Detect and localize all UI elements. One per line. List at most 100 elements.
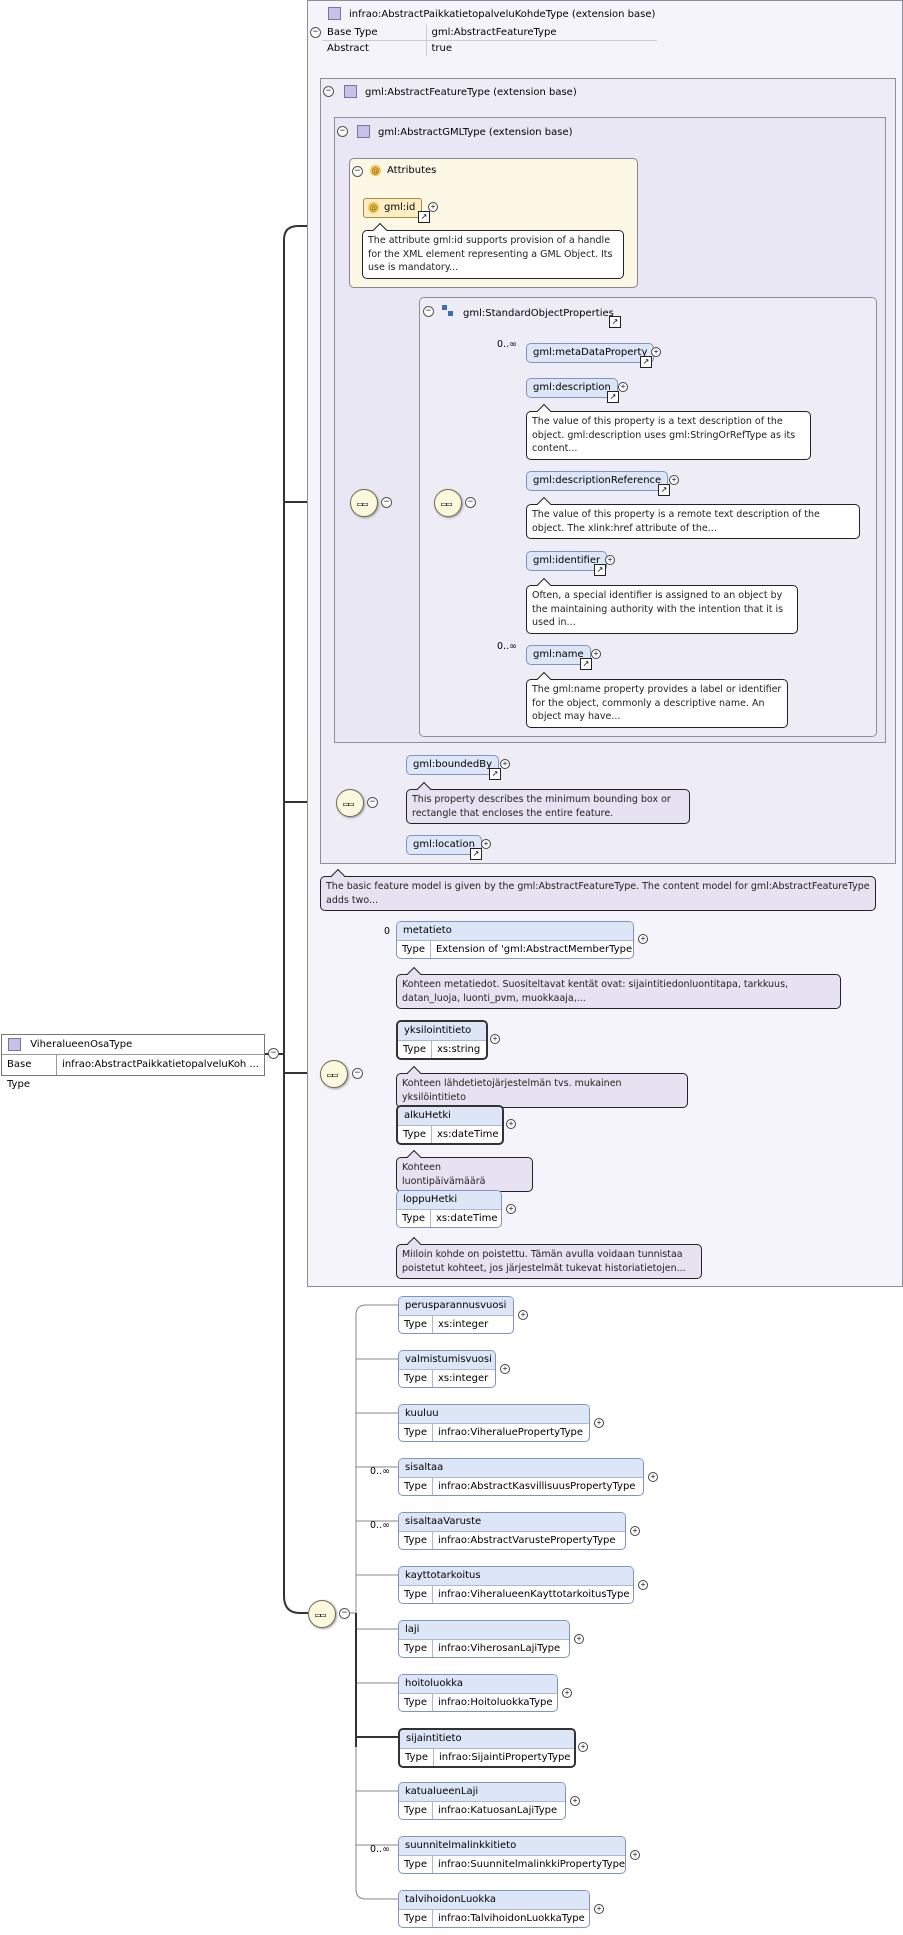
gml-id-attribute[interactable]: @gml:id [363,198,423,218]
ext1-collapse-icon[interactable]: − [310,27,321,38]
element-name: sijaintitieto [400,1730,574,1749]
alkuHetki-doc: Kohteen luontipäivämäärä [396,1149,533,1192]
expand-icon[interactable]: + [490,1034,500,1044]
complex-type-icon [328,7,341,20]
root-type-name: ViheralueenOsaType [30,1039,133,1050]
sequence-collapse-icon[interactable]: − [352,1068,363,1079]
descriptionReference-doc: The value of this property is a remote t… [526,496,860,539]
sequence-node-own[interactable]: ▭▭ [308,1600,336,1628]
expand-icon[interactable]: + [574,1634,584,1644]
expand-icon[interactable]: + [506,1204,516,1214]
gml-id-doc: The attribute gml:id supports provision … [362,222,624,279]
sequence-node-paikkatieto[interactable]: ▭▭ [320,1060,348,1088]
expand-icon[interactable]: + [594,1904,604,1914]
expand-icon[interactable]: + [605,555,615,565]
type-value: infrao:SijaintiPropertyType [438,1752,571,1763]
expand-icon[interactable]: + [500,1364,510,1374]
extension-gml-title: gml:AbstractGMLType (extension base) [357,125,573,138]
sequence-collapse-icon[interactable]: − [339,1608,350,1619]
element-name[interactable]: gml:name [526,645,591,665]
ext1-abstract-key: Abstract [327,43,369,54]
cardinality-label: 0..∞ [370,1466,390,1477]
reference-arrow-icon: ↗ [658,484,670,496]
attributes-collapse-icon[interactable]: − [352,166,363,177]
group-collapse-icon[interactable]: − [423,306,434,317]
type-key: Type [400,1749,434,1766]
element-boundedBy[interactable]: gml:boundedBy [406,755,500,775]
element-description[interactable]: gml:description [526,378,618,398]
reference-arrow-icon: ↗ [470,848,482,860]
element-identifier[interactable]: gml:identifier [526,551,608,571]
expand-icon[interactable]: + [500,759,510,769]
ext3-collapse-icon[interactable]: − [337,126,348,137]
type-key: Type [399,1694,433,1711]
element-name: laji [399,1621,569,1640]
expand-icon[interactable]: + [578,1742,588,1752]
expand-icon[interactable]: + [594,1418,604,1428]
name-doc: The gml:name property provides a label o… [526,671,788,728]
expand-icon[interactable]: + [669,475,679,485]
expand-icon[interactable]: + [570,1796,580,1806]
expand-icon[interactable]: + [651,347,661,357]
element-name: perusparannusvuosi [399,1297,513,1316]
sequence-collapse-icon[interactable]: − [381,497,392,508]
sequence-node-gml[interactable]: ▭▭ [350,489,378,517]
element-metaDataProperty[interactable]: gml:metaDataProperty [526,343,655,363]
complex-type-icon [344,85,357,98]
cardinality-label: 0..∞ [370,1844,390,1855]
sequence-collapse-icon[interactable]: − [465,497,476,508]
reference-arrow-icon: ↗ [640,356,652,368]
expand-icon[interactable]: + [630,1850,640,1860]
root-type-box[interactable]: ViheralueenOsaType Base Type infrao:Abst… [1,1034,265,1090]
expand-icon[interactable]: + [648,1472,658,1482]
expand-icon[interactable]: + [638,934,648,944]
expand-icon[interactable]: + [630,1526,640,1536]
sequence-collapse-icon[interactable]: − [367,797,378,808]
complex-type-icon [8,1037,21,1051]
root-base-type-value: infrao:AbstractPaikkatietopalveluKoh ... [62,1059,259,1070]
ext1-abstract-value: true [425,40,657,56]
element-name: katualueenLaji [399,1783,565,1802]
expand-icon[interactable]: + [562,1688,572,1698]
expand-icon[interactable]: + [638,1580,648,1590]
type-value: infrao:TalvihoidonLuokkaType [437,1913,585,1924]
type-key: Type [399,1910,433,1927]
root-collapse-icon[interactable]: − [268,1048,279,1059]
cardinality-label: 0..∞ [497,339,517,350]
expand-icon[interactable]: + [481,839,491,849]
cardinality-label: 0..∞ [497,641,517,652]
sequence-node-feature[interactable]: ▭▭ [336,789,364,817]
type-value: infrao:HoitoluokkaType [437,1697,553,1708]
expand-icon[interactable]: + [518,1310,528,1320]
expand-icon[interactable]: + [428,202,438,212]
element-descriptionReference[interactable]: gml:descriptionReference [526,471,669,491]
sequence-node-standard[interactable]: ▭▭ [434,489,462,517]
expand-icon[interactable]: + [591,649,601,659]
metatieto-doc: Kohteen metatiedot. Suositeltavat kentät… [396,966,841,1009]
ext2-collapse-icon[interactable]: − [323,86,334,97]
type-value: infrao:ViherosanLajiType [437,1643,561,1654]
expand-icon[interactable]: + [506,1119,516,1129]
element-name: sisaltaa [399,1459,643,1478]
identifier-doc: Often, a special identifier is assigned … [526,577,798,634]
expand-icon[interactable]: + [618,382,628,392]
element-name: kayttotarkoitus [399,1567,633,1586]
type-value: infrao:ViheraluePropertyType [437,1427,584,1438]
